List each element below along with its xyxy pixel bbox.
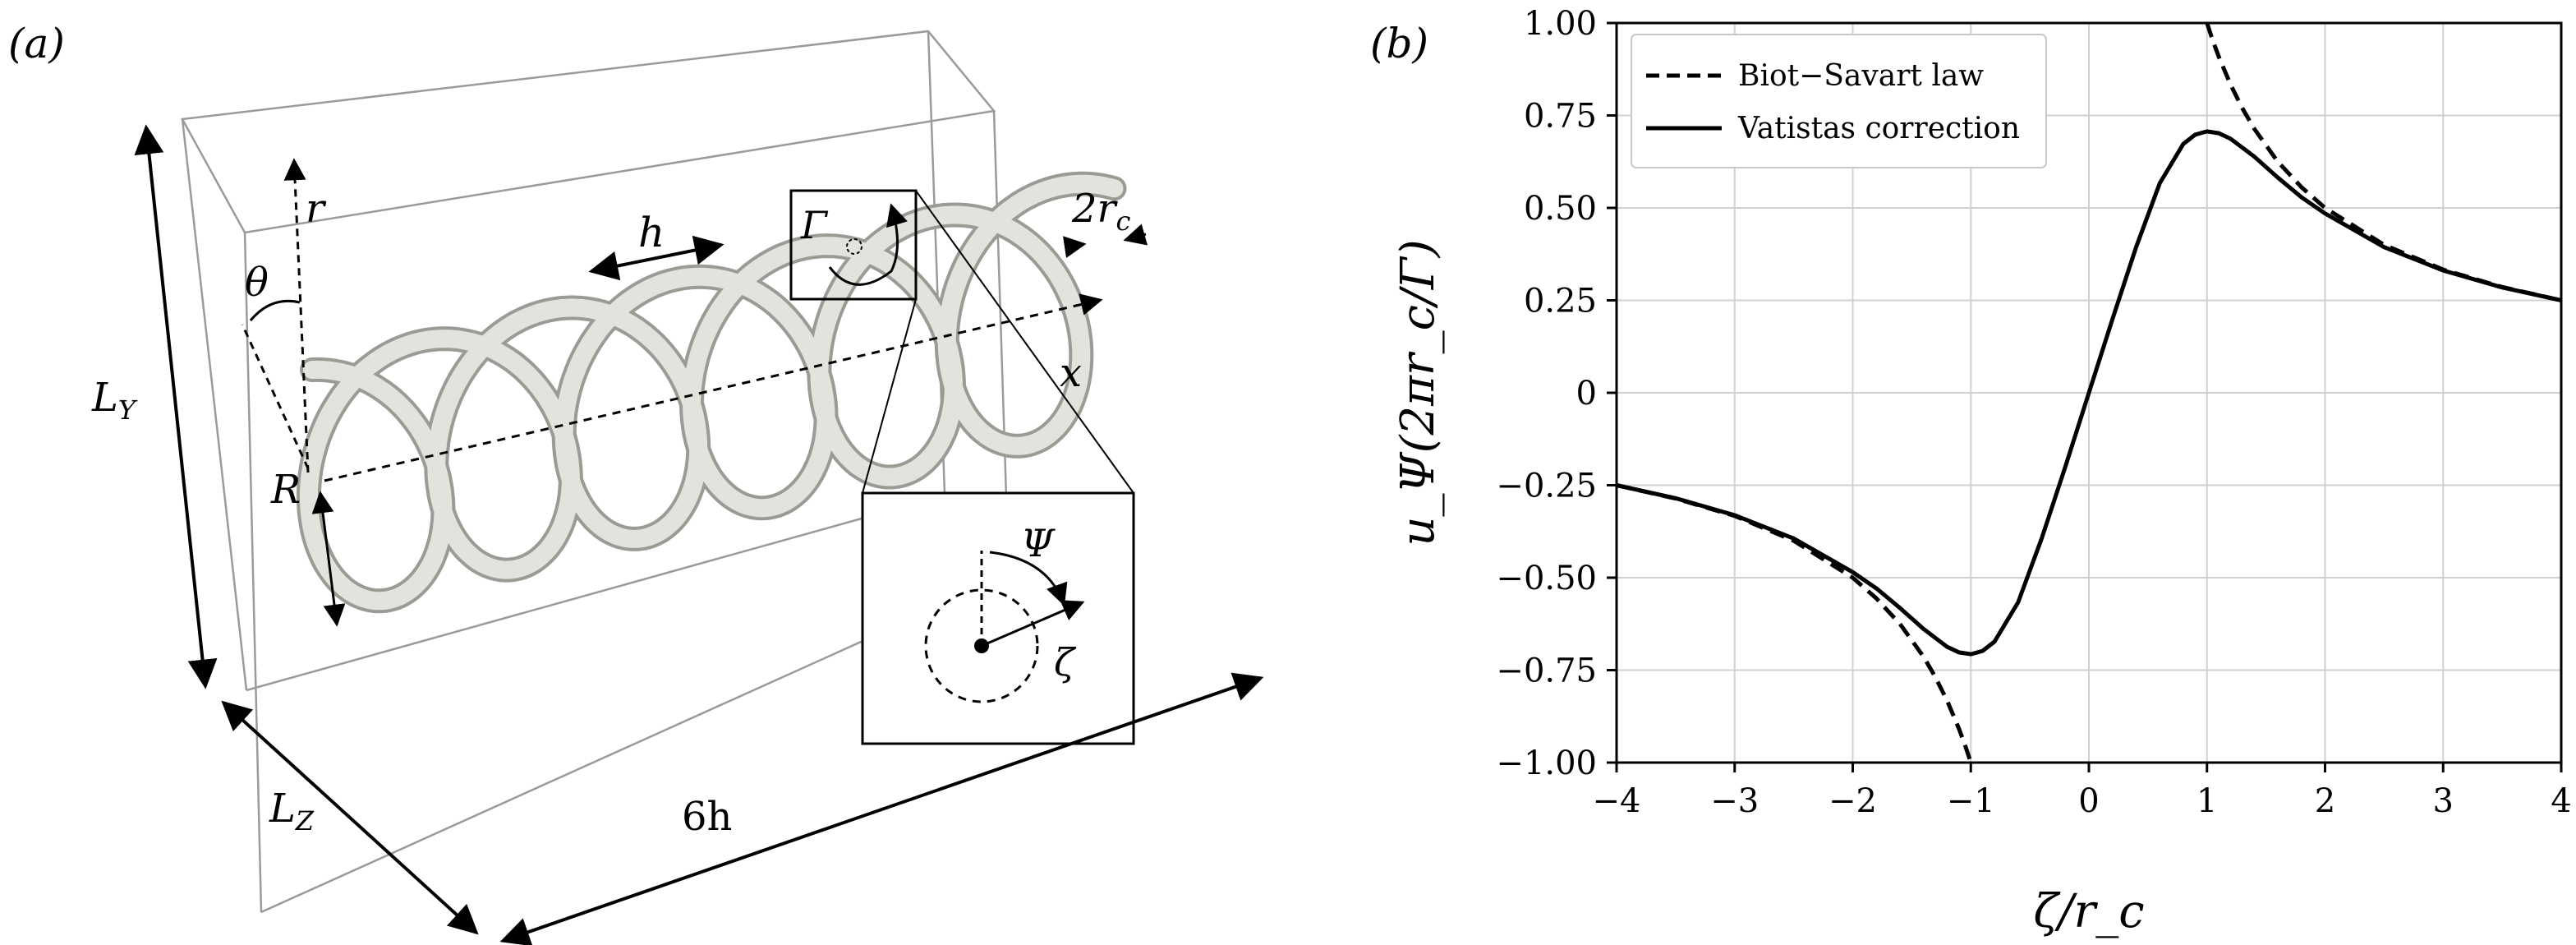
x-axis-title: ζ/r_c — [2033, 885, 2144, 938]
y-tick-label-2: −0.50 — [1496, 560, 1597, 597]
series-line-1 — [1616, 129, 2562, 657]
core-marker — [846, 238, 862, 255]
label-gamma: Γ — [800, 203, 829, 247]
panel-a-label: (a) — [8, 20, 65, 67]
y-tick-label-7: 0.75 — [1524, 98, 1597, 136]
plot-area: −4 −3 −2 −1 0 1 2 3 4 −1.00 −0.75 −0.50 −0.25 0 0.25 0.… — [1392, 5, 2572, 938]
label-LY: LY — [91, 375, 138, 426]
circulation-box — [789, 189, 918, 301]
label-6h: 6h — [682, 794, 732, 840]
theta-ref-line — [241, 324, 310, 469]
legend-label-1: Vatistas correction — [1737, 112, 2020, 145]
y-tick-label-5: 0.25 — [1524, 283, 1597, 320]
panel-b: (b) −4 −3 −2 −1 0 1 2 3 4 −1.00 −0.75 −0.50 −0.25 0 0.… — [1370, 5, 2572, 938]
label-LZ: LZ — [269, 786, 315, 837]
psi-arc — [989, 551, 1068, 606]
y-tick-label-8: 1.00 — [1524, 5, 1597, 43]
label-x: x — [1060, 350, 1082, 396]
LZ-arrow — [221, 700, 479, 935]
y-tick-label-6: 0.50 — [1524, 190, 1597, 228]
label-zeta: ζ — [1054, 640, 1077, 685]
theta-arc — [249, 299, 301, 321]
zoom-inset — [861, 491, 1135, 745]
x-tick-label-4: 0 — [2078, 782, 2099, 820]
legend-box — [1631, 34, 2047, 168]
label-R: R — [270, 467, 301, 513]
domain-length-arrow — [499, 672, 1264, 945]
y-tick-label-4: 0 — [1576, 375, 1597, 413]
label-psi: Ψ — [1021, 521, 1056, 565]
LY-arrow — [134, 124, 218, 689]
rc-tick-left — [1062, 236, 1087, 258]
label-r: r — [306, 186, 327, 232]
zoom-line-bottom — [862, 298, 917, 494]
label-theta: θ — [245, 260, 269, 306]
x-tick-label-0: −4 — [1593, 782, 1641, 820]
y-tick-label-0: −1.00 — [1496, 744, 1597, 782]
x-tick-label-1: −3 — [1710, 782, 1759, 820]
y-tick-label-3: −0.25 — [1496, 468, 1597, 505]
x-tick-label-8: 4 — [2551, 782, 2571, 820]
inset-core-circle — [924, 588, 1039, 703]
x-tick-label-7: 3 — [2433, 782, 2454, 820]
x-tick-label-2: −2 — [1828, 782, 1877, 820]
label-2rc: 2rc — [1071, 186, 1130, 237]
circulation-arrow — [828, 203, 908, 286]
x-tick-label-6: 2 — [2315, 782, 2335, 820]
legend-label-0: Biot−Savart law — [1738, 59, 1984, 93]
x-tick-label-3: −1 — [1947, 782, 1995, 820]
x-tick-label-5: 1 — [2196, 782, 2217, 820]
pitch-arrow — [588, 235, 724, 281]
R-arrow — [311, 491, 346, 627]
panel-a: (a) x r θ R h 2rc — [8, 20, 1264, 945]
zoom-line-top — [915, 190, 1134, 494]
panel-b-label: (b) — [1370, 20, 1428, 67]
rc-tick-right — [1123, 224, 1148, 246]
label-h: h — [638, 209, 665, 256]
y-tick-label-1: −0.75 — [1496, 652, 1597, 690]
zeta-arrow — [981, 600, 1085, 648]
y-axis-title: u_Ψ(2πr_c/Γ) — [1392, 239, 1445, 546]
